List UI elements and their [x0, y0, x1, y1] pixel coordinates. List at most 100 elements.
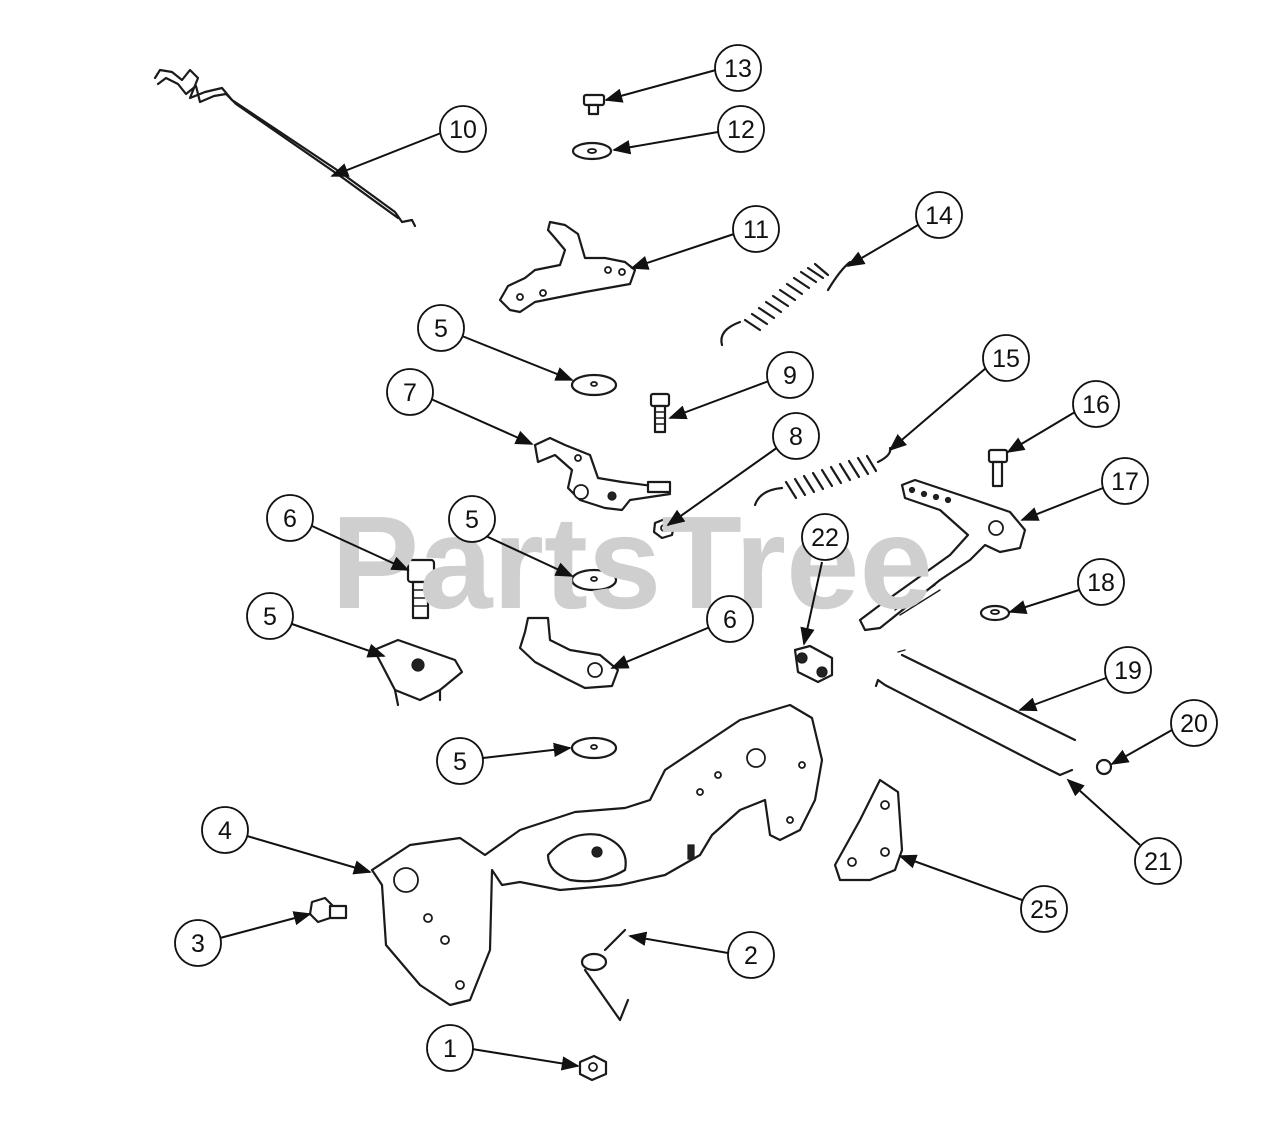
callout-9[interactable]: 7 — [386, 368, 434, 416]
callout-14-label: 12 — [727, 116, 755, 144]
callout-11-label: 9 — [783, 362, 797, 390]
part-14-washer — [571, 141, 613, 161]
leader-17 — [888, 367, 987, 452]
leader-3 — [219, 911, 312, 939]
part-24-clip — [793, 644, 834, 684]
callout-3[interactable]: 3 — [174, 919, 222, 967]
callout-21-label: 19 — [1114, 657, 1142, 685]
leader-12 — [330, 132, 442, 177]
part-15-screw — [582, 93, 606, 116]
leader-23 — [1066, 778, 1141, 846]
callout-20[interactable]: 18 — [1077, 558, 1125, 606]
callout-25[interactable]: 25 — [1020, 885, 1068, 933]
part-25-bracket — [833, 778, 904, 882]
leader-18 — [1006, 411, 1076, 453]
leader-5b — [472, 529, 574, 577]
callout-8[interactable]: 6 — [266, 494, 314, 542]
leader-1 — [471, 1048, 580, 1071]
callout-9-label: 7 — [403, 379, 417, 407]
leader-5a — [461, 335, 574, 381]
part-4-control-plate — [370, 703, 824, 1007]
callout-1[interactable]: 1 — [426, 1024, 474, 1072]
callout-6-label: 6 — [723, 606, 737, 634]
callout-15[interactable]: 13 — [714, 44, 762, 92]
callout-6[interactable]: 6 — [706, 595, 754, 643]
part-16-spring — [720, 260, 852, 347]
callout-22[interactable]: 20 — [1170, 699, 1218, 747]
part-2-spring — [580, 928, 630, 1022]
callout-16-label: 14 — [925, 202, 953, 230]
leader-5c — [482, 742, 572, 759]
callout-5a-label: 5 — [434, 315, 448, 343]
callout-23-label: 21 — [1144, 848, 1172, 876]
callout-5c[interactable]: 5 — [436, 737, 484, 785]
part-3-bolt — [308, 896, 348, 924]
callout-1-label: 1 — [443, 1035, 457, 1063]
callout-12[interactable]: 10 — [439, 105, 487, 153]
callout-2[interactable]: 2 — [727, 931, 775, 979]
leader-13 — [630, 233, 735, 270]
part-8-bolt — [406, 558, 436, 620]
callout-17-label: 15 — [992, 345, 1020, 373]
part-5-washer-top — [570, 373, 618, 397]
callout-5a[interactable]: 5 — [417, 304, 465, 352]
callout-3-label: 3 — [191, 930, 205, 958]
callout-13-label: 11 — [743, 216, 769, 244]
leader-6 — [610, 626, 711, 669]
leader-10 — [666, 446, 779, 527]
part-7-clip — [372, 638, 464, 707]
part-12-rod — [153, 68, 417, 228]
callout-17[interactable]: 15 — [982, 334, 1030, 382]
part-1-nut — [578, 1054, 608, 1082]
callout-13[interactable]: 11 — [732, 205, 780, 253]
part-23-rod — [874, 678, 1074, 777]
part-22-nut — [1095, 758, 1113, 776]
callout-4-label: 4 — [218, 817, 232, 845]
leader-11 — [668, 380, 770, 420]
callout-24[interactable]: 22 — [801, 513, 849, 561]
part-6-plate — [518, 616, 620, 690]
callout-15-label: 13 — [724, 55, 752, 83]
leader-4 — [246, 835, 372, 875]
callout-20-label: 18 — [1087, 569, 1115, 597]
leader-20 — [1008, 589, 1080, 614]
callout-10-label: 8 — [789, 423, 803, 451]
leader-22 — [1110, 729, 1173, 765]
leader-24 — [800, 561, 823, 646]
leader-15 — [604, 69, 717, 103]
callout-5b-label: 5 — [465, 506, 479, 534]
leader-14 — [612, 131, 719, 155]
leader-2 — [628, 931, 729, 954]
leader-9 — [430, 398, 534, 445]
callout-19[interactable]: 17 — [1101, 457, 1149, 505]
part-10-nut — [652, 517, 676, 540]
callout-7[interactable]: 5 — [246, 592, 294, 640]
part-21-rod — [897, 649, 1077, 742]
part-17-spring — [753, 446, 892, 507]
callout-8-label: 6 — [283, 505, 297, 533]
leader-19 — [1020, 487, 1104, 521]
callout-18[interactable]: 16 — [1072, 380, 1120, 428]
leader-7 — [291, 623, 386, 658]
callout-21[interactable]: 19 — [1104, 646, 1152, 694]
callout-24-label: 22 — [811, 524, 839, 552]
part-13-bracket — [498, 220, 637, 314]
callout-5b[interactable]: 5 — [448, 495, 496, 543]
leader-8 — [311, 525, 410, 571]
part-5-washer-bottom — [570, 736, 618, 760]
part-9-lever — [533, 436, 672, 512]
callout-19-label: 17 — [1111, 468, 1139, 496]
leader-16 — [846, 224, 919, 267]
callout-2-label: 2 — [744, 942, 758, 970]
callout-11[interactable]: 9 — [766, 351, 814, 399]
callout-23[interactable]: 21 — [1134, 837, 1182, 885]
watermark: PartsTree — [331, 489, 933, 636]
callout-4[interactable]: 4 — [201, 806, 249, 854]
callout-7-label: 5 — [263, 603, 277, 631]
callout-12-label: 10 — [449, 116, 477, 144]
callout-14[interactable]: 12 — [717, 105, 765, 153]
callout-16[interactable]: 14 — [915, 191, 963, 239]
callout-10[interactable]: 8 — [772, 412, 820, 460]
leader-25 — [898, 854, 1023, 901]
